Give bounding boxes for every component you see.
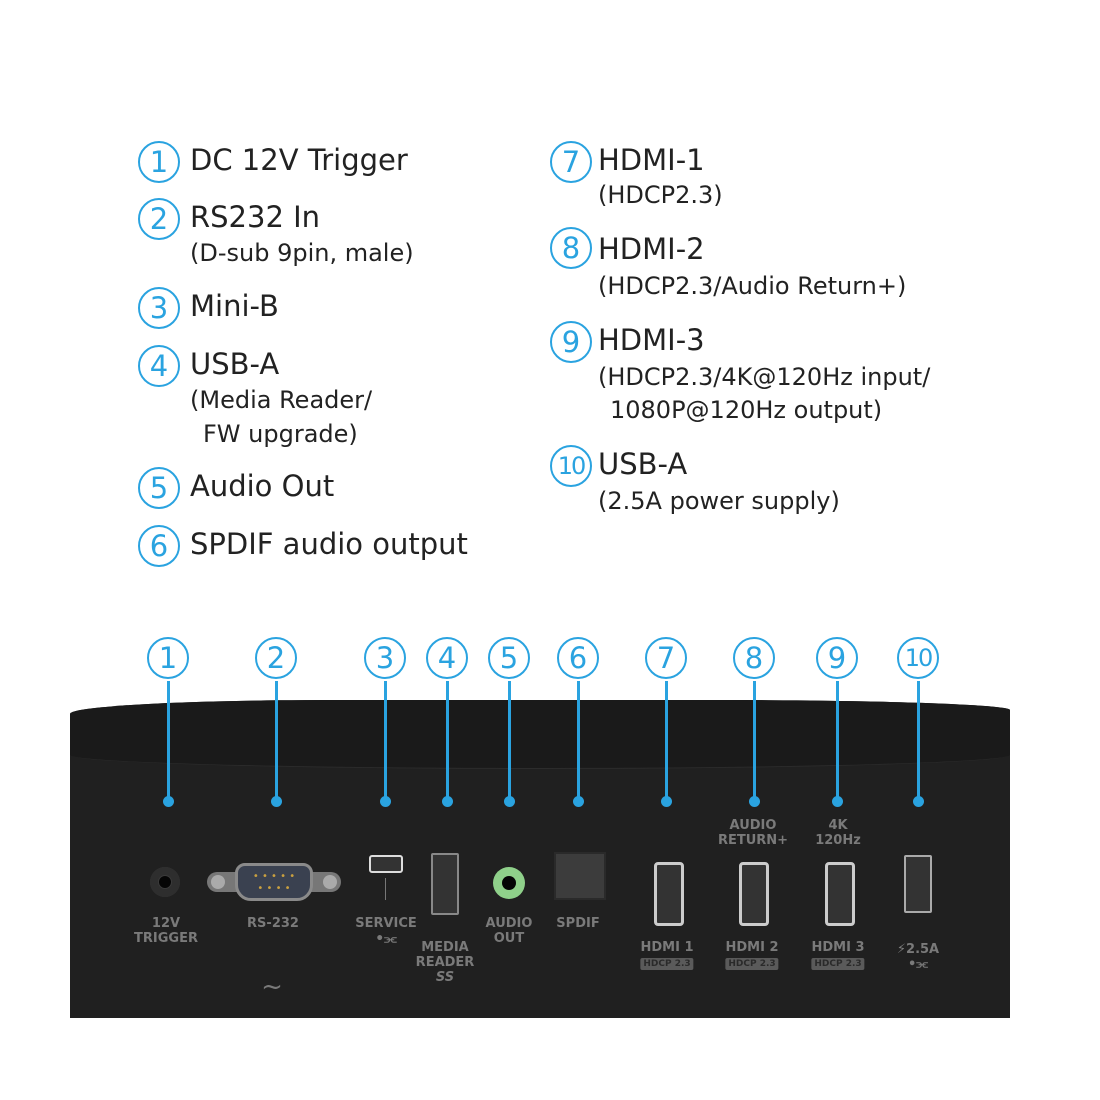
callout-number-8: 8 bbox=[733, 637, 775, 679]
legend-sub-9a: (HDCP2.3/4K@120Hz input/ bbox=[598, 363, 931, 391]
callout-number-10: 10 bbox=[897, 637, 939, 679]
callout-line bbox=[167, 681, 170, 801]
legend-number-10: 10 bbox=[550, 445, 592, 487]
callout-line bbox=[577, 681, 580, 801]
callout-dot bbox=[162, 795, 174, 807]
legend-sub-9b: 1080P@120Hz output) bbox=[610, 396, 883, 424]
legend-title-4: USB-A bbox=[190, 347, 280, 381]
callout-line bbox=[446, 681, 449, 801]
usb-a-power-port bbox=[904, 855, 932, 913]
usb-superspeed-icon: SS bbox=[435, 970, 455, 985]
callout-dot bbox=[270, 795, 282, 807]
legend-number-8: 8 bbox=[550, 227, 592, 269]
legend-sub-2: (D-sub 9pin, male) bbox=[190, 239, 414, 267]
legend-sub-8: (HDCP2.3/Audio Return+) bbox=[598, 272, 907, 300]
callout-line bbox=[836, 681, 839, 801]
callout-number-6: 6 bbox=[557, 637, 599, 679]
callout-number-2: 2 bbox=[255, 637, 297, 679]
callout-line bbox=[665, 681, 668, 801]
legend-number-2: 2 bbox=[138, 198, 180, 240]
usb-a-media-port bbox=[431, 853, 459, 915]
legend-title-5: Audio Out bbox=[190, 469, 335, 503]
callout-dot bbox=[379, 795, 391, 807]
label-rs232: RS-232 bbox=[247, 916, 299, 931]
mini-b-port bbox=[369, 855, 403, 873]
legend-number-9: 9 bbox=[550, 321, 592, 363]
legend-title-6: SPDIF audio output bbox=[190, 527, 468, 561]
label-service: SERVICE bbox=[355, 916, 417, 931]
legend-number-6: 6 bbox=[138, 525, 180, 567]
service-line bbox=[385, 878, 386, 900]
callout-dot bbox=[748, 795, 760, 807]
legend-title-10: USB-A bbox=[598, 447, 688, 481]
spdif-port bbox=[554, 852, 606, 900]
legend-title-8: HDMI-2 bbox=[598, 232, 705, 266]
tilde-mark: ~ bbox=[261, 972, 283, 1002]
legend-number-3: 3 bbox=[138, 287, 180, 329]
legend-sub-7: (HDCP2.3) bbox=[598, 181, 723, 209]
label-2-5a: ⚡2.5A•⫘ bbox=[896, 942, 940, 972]
hdmi-2-port bbox=[739, 862, 769, 926]
legend-title-2: RS232 In bbox=[190, 200, 321, 234]
callout-number-7: 7 bbox=[645, 637, 687, 679]
legend-title-1: DC 12V Trigger bbox=[190, 143, 408, 177]
callout-dot bbox=[660, 795, 672, 807]
callout-number-9: 9 bbox=[816, 637, 858, 679]
callout-number-5: 5 bbox=[488, 637, 530, 679]
callout-number-4: 4 bbox=[426, 637, 468, 679]
callout-line bbox=[917, 681, 920, 801]
rs232-connector: • • • • •• • • • bbox=[207, 863, 341, 901]
dc-trigger-jack bbox=[150, 867, 180, 897]
callout-dot bbox=[912, 795, 924, 807]
audio-out-jack bbox=[493, 867, 525, 899]
legend-number-7: 7 bbox=[550, 141, 592, 183]
legend-sub-4b: FW upgrade) bbox=[203, 420, 358, 448]
usb-icon: •⫘ bbox=[375, 931, 397, 947]
legend-title-3: Mini-B bbox=[190, 289, 279, 323]
callout-dot bbox=[441, 795, 453, 807]
legend-number-1: 1 bbox=[138, 141, 180, 183]
panel-top-band bbox=[70, 700, 1010, 769]
usb-icon: •⫘ bbox=[907, 957, 928, 972]
callout-number-1: 1 bbox=[147, 637, 189, 679]
callout-line bbox=[275, 681, 278, 801]
callout-dot bbox=[831, 795, 843, 807]
callout-dot bbox=[572, 795, 584, 807]
callout-line bbox=[384, 681, 387, 801]
callout-number-3: 3 bbox=[364, 637, 406, 679]
legend-sub-10: (2.5A power supply) bbox=[598, 487, 840, 515]
legend-title-7: HDMI-1 bbox=[598, 143, 705, 177]
hdmi-3-port bbox=[825, 862, 855, 926]
callout-line bbox=[753, 681, 756, 801]
callout-line bbox=[508, 681, 511, 801]
callout-dot bbox=[503, 795, 515, 807]
label-spdif: SPDIF bbox=[556, 916, 600, 931]
legend-number-5: 5 bbox=[138, 467, 180, 509]
legend-number-4: 4 bbox=[138, 345, 180, 387]
legend-sub-4a: (Media Reader/ bbox=[190, 386, 373, 414]
legend-title-9: HDMI-3 bbox=[598, 323, 705, 357]
hdmi-1-port bbox=[654, 862, 684, 926]
